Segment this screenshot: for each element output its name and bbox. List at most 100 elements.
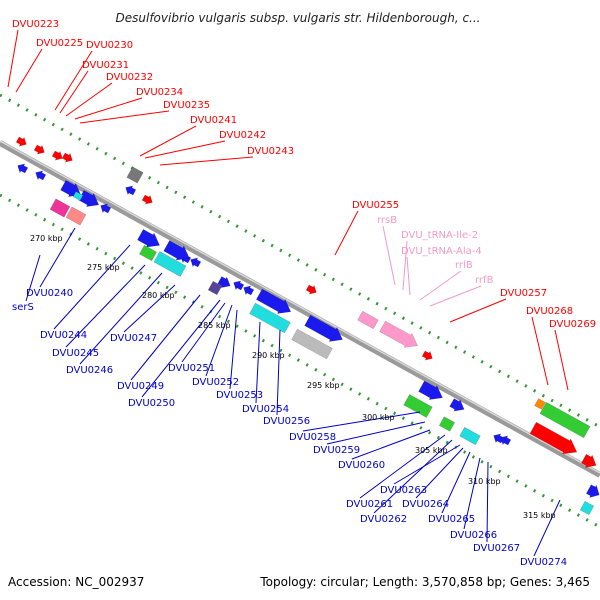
gene-leader-line	[533, 499, 561, 557]
red-gene-arrow	[421, 350, 433, 361]
gene-label-bottom: DVU0244	[40, 330, 87, 341]
salmon-gene-block	[65, 206, 87, 226]
blue-gene-arrow	[243, 285, 255, 296]
red-gene-arrow	[33, 144, 45, 155]
pink-gene-block	[357, 310, 379, 330]
gene-leader-line	[429, 285, 482, 307]
gene-leader-line	[351, 429, 431, 460]
kbp-tick-label: 305 kbp	[415, 446, 448, 455]
blue-gene-arrow	[163, 240, 190, 261]
gene-label-top: DVU0234	[136, 87, 183, 98]
gene-leader-line	[39, 227, 76, 288]
gene-leader-line	[276, 329, 281, 416]
red-gene-arrow	[51, 150, 63, 161]
gene-features	[15, 136, 600, 516]
gene-label-top: DVU0241	[190, 115, 237, 126]
gene-leader-line	[531, 316, 549, 386]
gene-leader-line	[255, 321, 261, 404]
gene-leader-line	[406, 256, 411, 296]
gene-leader-line	[53, 244, 131, 330]
blue-gene-arrow	[78, 190, 100, 207]
gene-leader-line	[402, 240, 408, 291]
gene-leader-line	[123, 284, 176, 333]
red-gene-arrow	[305, 284, 317, 295]
kbp-tick-label: 300 kbp	[362, 413, 395, 422]
gene-label-bottom: DVU0256	[263, 416, 310, 427]
gene-label-bottom: DVU0265	[428, 514, 475, 525]
gene-leader-line	[130, 294, 201, 381]
green-gene-block	[438, 416, 456, 432]
gene-leader-line	[359, 434, 446, 499]
gene-leader-line	[419, 270, 462, 301]
backbone-highlight	[0, 140, 600, 474]
gene-leader-line	[463, 457, 481, 530]
gene-label-bottom: DVU0264	[402, 499, 449, 510]
chromosome-backbone	[0, 140, 600, 478]
red-gene-arrow	[61, 152, 73, 163]
blue-gene-arrow	[304, 314, 343, 342]
gene-leader-line	[65, 82, 113, 117]
blue-gene-arrow	[125, 185, 137, 196]
gene-leader-line	[334, 210, 359, 256]
genome-title: Desulfovibrio vulgaris subsp. vulgaris s…	[116, 11, 481, 25]
accession-text: Accession: NC_002937	[8, 575, 144, 589]
blue-gene-arrow	[418, 380, 443, 400]
gene-label-top: rrsB	[377, 215, 397, 226]
gene-label-top: DVU0231	[82, 60, 129, 71]
gene-label-top: DVU0223	[12, 19, 59, 30]
gene-leader-line	[79, 110, 170, 124]
gene-leader-line	[79, 272, 163, 365]
gene-leader-line	[393, 444, 461, 485]
dotted-track-1	[0, 93, 600, 429]
gene-label-bottom: DVU0252	[192, 377, 239, 388]
cyan-gene-block	[153, 251, 187, 277]
gene-leader-line	[302, 411, 421, 432]
blue-gene-arrow	[256, 288, 292, 314]
gene-leader-line	[54, 50, 93, 111]
gene-label-bottom: DVU0240	[26, 288, 73, 299]
gene-label-bottom: DVU0258	[289, 432, 336, 443]
gene-leader-line	[326, 421, 426, 445]
gene-label-top: DVU0269	[549, 319, 596, 330]
gene-label-bottom: serS	[12, 302, 34, 313]
gene-leader-line	[441, 451, 471, 514]
gene-label-top: DVU0232	[106, 72, 153, 83]
gene-label-bottom: DVU0261	[346, 499, 393, 510]
gray-gene-block	[291, 328, 333, 360]
kbp-tick-label: 290 kbp	[252, 351, 285, 360]
gene-leader-line	[415, 447, 464, 499]
cyan-gene-block	[72, 191, 84, 201]
kbp-tick-label: 270 kbp	[30, 234, 63, 243]
green-gene-block	[403, 394, 433, 418]
gene-label-bottom: DVU0250	[128, 398, 175, 409]
gene-label-top: DVU0225	[36, 38, 83, 49]
gene-leader-line	[486, 461, 489, 543]
gene-leader-line	[7, 29, 19, 88]
red-gene-arrow	[141, 194, 153, 205]
kbp-tick-label: 315 kbp	[523, 511, 556, 520]
blue-gene-arrow	[500, 435, 512, 446]
cyan-gene-block	[249, 302, 291, 334]
gene-label-top: DVU0257	[500, 288, 547, 299]
gene-leader-line	[139, 125, 197, 157]
gene-label-top: DVU0243	[247, 146, 294, 157]
gene-label-top: rrfB	[475, 275, 494, 286]
kbp-tick-label: 285 kbp	[198, 321, 231, 330]
blue-gene-arrow	[137, 229, 160, 248]
gene-label-bottom: DVU0245	[52, 348, 99, 359]
gene-label-top: DVU0230	[86, 40, 133, 51]
gene-leader-line	[15, 48, 43, 93]
gene-label-bottom: DVU0274	[520, 557, 567, 568]
red-gene-arrow	[15, 136, 27, 147]
kbp-tick-label: 275 kbp	[87, 263, 120, 272]
gene-label-bottom: DVU0260	[338, 460, 385, 471]
purple-gene-block	[207, 280, 223, 296]
gene-label-top: rrlB	[455, 260, 473, 271]
gene-leader-line	[59, 70, 89, 114]
dotted-track-2	[0, 193, 600, 529]
gene-leader-line	[181, 302, 226, 363]
gene-leader-line	[159, 156, 254, 166]
